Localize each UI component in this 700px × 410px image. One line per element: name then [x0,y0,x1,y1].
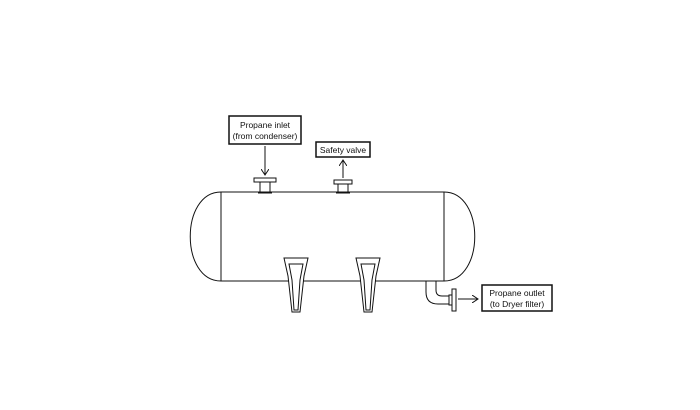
inlet-label-line2: (from condenser) [233,131,298,141]
outlet-label-line1: Propane outlet [489,288,545,298]
saddle-left [283,257,309,313]
outlet-label-box: Propane outlet (to Dryer filter) [481,284,553,312]
inlet-nozzle [253,177,277,194]
saddle-right [355,257,381,313]
outlet-label-line2: (to Dryer filter) [490,299,544,309]
safety-valve-nozzle [333,179,353,194]
inlet-label-box: Propane inlet (from condenser) [228,115,302,145]
outlet-flange [448,288,457,312]
safety-label-box: Safety valve [315,141,371,158]
tank-shell [189,191,476,282]
outlet-pipe [425,280,449,305]
safety-label: Safety valve [320,145,367,155]
inlet-label-line1: Propane inlet [240,120,291,130]
